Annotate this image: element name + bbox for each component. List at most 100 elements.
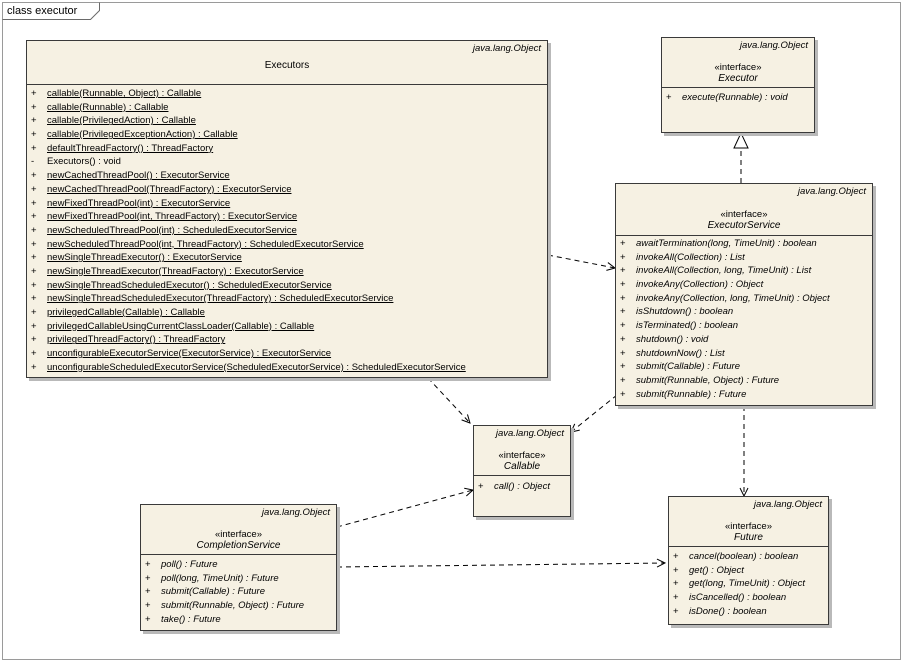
operation-visibility: + xyxy=(31,88,37,99)
operation-visibility: + xyxy=(620,320,626,332)
operation-row[interactable]: +newFixedThreadPool(int, ThreadFactory) … xyxy=(27,210,547,224)
operation-visibility: + xyxy=(673,564,679,576)
operation-row[interactable]: +callable(Runnable) : Callable xyxy=(27,101,547,115)
operation-signature: callable(PrivilegedExceptionAction) : Ca… xyxy=(47,129,238,141)
operation-row[interactable]: +newSingleThreadScheduledExecutor(Thread… xyxy=(27,292,547,306)
operation-row[interactable]: + callable(PrivilegedExceptionAction) : C… xyxy=(27,128,547,142)
class-callable[interactable]: java.lang.Object «interface» Callable +c… xyxy=(473,425,571,517)
operation-row[interactable]: +unconfigurableExecutorService(ExecutorS… xyxy=(27,347,547,361)
callable-stereotype: «interface» xyxy=(498,450,546,461)
operation-visibility: - xyxy=(31,156,35,168)
operation-row[interactable]: +invokeAll(Collection, long, TimeUnit) :… xyxy=(616,264,872,278)
operation-visibility: + xyxy=(31,197,37,209)
operation-row[interactable]: +isDone() : boolean xyxy=(669,605,828,619)
operation-row[interactable]: +callable(Runnable, Object) : Callable xyxy=(27,87,547,101)
operation-row[interactable]: +invokeAny(Collection) : Object xyxy=(616,278,872,292)
operation-row[interactable]: +shutdownNow() : List xyxy=(616,347,872,361)
operation-signature: get(long, TimeUnit) : Object xyxy=(689,578,806,590)
operation-row[interactable]: +invokeAny(Collection, long, TimeUnit) :… xyxy=(616,292,872,306)
operation-row[interactable]: +shutdown() : void xyxy=(616,333,872,347)
operation-row[interactable]: + newFixedThreadPool(int) : ExecutorServi… xyxy=(27,197,547,211)
operation-row[interactable]: +isShutdown() : boolean xyxy=(616,305,872,319)
operation-signature: newCachedThreadPool(ThreadFactory) : Exe… xyxy=(47,183,292,195)
operation-row[interactable]: +execute(Runnable) : void xyxy=(662,91,814,105)
completionservice-operations: +poll() : Future+poll(long, TimeUnit) : … xyxy=(141,558,336,626)
operation-signature: submit(Runnable, Object) : Future xyxy=(161,600,305,612)
operation-row[interactable]: +invokeAll(Collection) : List xyxy=(616,251,872,265)
operation-row[interactable]: +poll(long, TimeUnit) : Future xyxy=(141,572,336,586)
dep-executorservice-to-callable xyxy=(571,394,618,432)
operation-visibility: + xyxy=(620,374,626,386)
operation-row[interactable]: +newScheduledThreadPool(int, ThreadFacto… xyxy=(27,238,547,252)
operation-visibility: + xyxy=(620,388,626,400)
dep-completionservice-to-callable xyxy=(336,490,473,528)
operation-row[interactable]: +newSingleThreadScheduledExecutor() : Sc… xyxy=(27,279,547,293)
operation-row[interactable]: +privilegedCallableUsingCurrentClassLoad… xyxy=(27,320,547,334)
operation-visibility: + xyxy=(620,306,626,318)
operation-row[interactable]: +callable(PrivilegedAction) : Callable xyxy=(27,114,547,128)
operation-row[interactable]: +submit(Runnable, Object) : Future xyxy=(616,374,872,388)
operation-row[interactable]: -Executors() : void xyxy=(27,155,547,169)
operation-row[interactable]: +isCancelled() : boolean xyxy=(669,591,828,605)
operation-signature: execute(Runnable) : void xyxy=(682,92,788,103)
operation-row[interactable]: +poll() : Future xyxy=(141,558,336,572)
executor-stereotype: «interface» xyxy=(714,62,762,73)
operation-signature: cancel(boolean) : boolean xyxy=(689,551,799,562)
executor-package: java.lang.Object xyxy=(739,40,808,51)
operation-visibility: + xyxy=(31,265,37,277)
operation-visibility: + xyxy=(145,586,151,598)
operation-row[interactable]: +awaitTermination(long, TimeUnit) : bool… xyxy=(616,237,872,251)
operation-row[interactable]: +take() : Future xyxy=(141,613,336,627)
operation-signature: privilegedCallableUsingCurrentClassLoade… xyxy=(47,320,315,332)
callable-header: «interface» Callable xyxy=(474,426,570,476)
operation-row[interactable]: +newCachedThreadPool(ThreadFactory) : Ex… xyxy=(27,183,547,197)
operation-row[interactable]: +submit(Callable) : Future xyxy=(616,360,872,374)
operation-signature: newSingleThreadExecutor(ThreadFactory) :… xyxy=(47,265,304,277)
dep-executors-to-executorservice xyxy=(547,254,615,268)
class-future[interactable]: java.lang.Object «interface» Future +can… xyxy=(668,496,829,625)
operation-row[interactable]: +get() : Object xyxy=(669,564,828,578)
operation-row[interactable]: +newScheduledThreadPool(int) : Scheduled… xyxy=(27,224,547,238)
operation-row[interactable]: +unconfigurableScheduledExecutorService(… xyxy=(27,361,547,375)
operation-row[interactable]: +newSingleThreadExecutor() : ExecutorSer… xyxy=(27,251,547,265)
operation-row[interactable]: +privilegedThreadFactory() : ThreadFacto… xyxy=(27,333,547,347)
operation-row[interactable]: + cancel(boolean) : boolean xyxy=(669,550,828,564)
operation-signature: newFixedThreadPool(int) : ExecutorServic… xyxy=(47,197,231,209)
operation-signature: privilegedCallable(Callable) : Callable xyxy=(47,307,205,318)
class-completionservice[interactable]: java.lang.Object «interface» CompletionS… xyxy=(140,504,337,631)
operation-row[interactable]: + submit(Callable) : Future xyxy=(141,585,336,599)
realization-triangle-head xyxy=(733,131,749,149)
operation-visibility: + xyxy=(31,238,37,250)
operation-visibility: + xyxy=(620,361,626,373)
operation-row[interactable]: +get(long, TimeUnit) : Object xyxy=(669,577,828,591)
operation-signature: privilegedThreadFactory() : ThreadFactor… xyxy=(47,334,226,346)
operation-visibility: + xyxy=(145,559,151,570)
operation-visibility: + xyxy=(620,347,626,359)
operation-row[interactable]: +isTerminated() : boolean xyxy=(616,319,872,333)
operation-visibility: + xyxy=(31,307,37,318)
executorservice-operations: + awaitTermination(long, TimeUnit) : bool… xyxy=(616,237,872,401)
operation-row[interactable]: +newCachedThreadPool() : ExecutorService xyxy=(27,169,547,183)
operation-visibility: + xyxy=(31,115,37,127)
operation-visibility: + xyxy=(31,361,37,373)
operation-signature: shutdown() : void xyxy=(636,333,709,345)
operation-signature: callable(Runnable) : Callable xyxy=(47,101,169,113)
operation-visibility: + xyxy=(673,551,679,562)
class-executorservice[interactable]: java.lang.Object «interface» ExecutorSer… xyxy=(615,183,873,406)
operation-signature: Executors() : void xyxy=(47,156,121,168)
operation-row[interactable]: +call() : Object xyxy=(474,480,570,494)
operation-row[interactable]: +submit(Runnable, Object) : Future xyxy=(141,599,336,613)
completionservice-package: java.lang.Object xyxy=(261,507,330,518)
operation-signature: submit(Callable) : Future xyxy=(161,586,266,598)
class-executor[interactable]: java.lang.Object «interface» Executor +e… xyxy=(661,37,815,133)
operation-row[interactable]: +defaultThreadFactory() : ThreadFactory xyxy=(27,142,547,156)
operation-row[interactable]: +submit(Runnable) : Future xyxy=(616,388,872,402)
operation-signature: awaitTermination(long, TimeUnit) : boole… xyxy=(636,238,817,249)
future-name: Future xyxy=(734,532,763,543)
operation-row[interactable]: + newSingleThreadExecutor(ThreadFactory) … xyxy=(27,265,547,279)
operation-visibility: + xyxy=(31,129,37,141)
class-executors[interactable]: java.lang.Object Executors +callable(Run… xyxy=(26,40,548,378)
operation-row[interactable]: + privilegedCallable(Callable) : Callable xyxy=(27,306,547,320)
executors-package: java.lang.Object xyxy=(472,43,541,54)
